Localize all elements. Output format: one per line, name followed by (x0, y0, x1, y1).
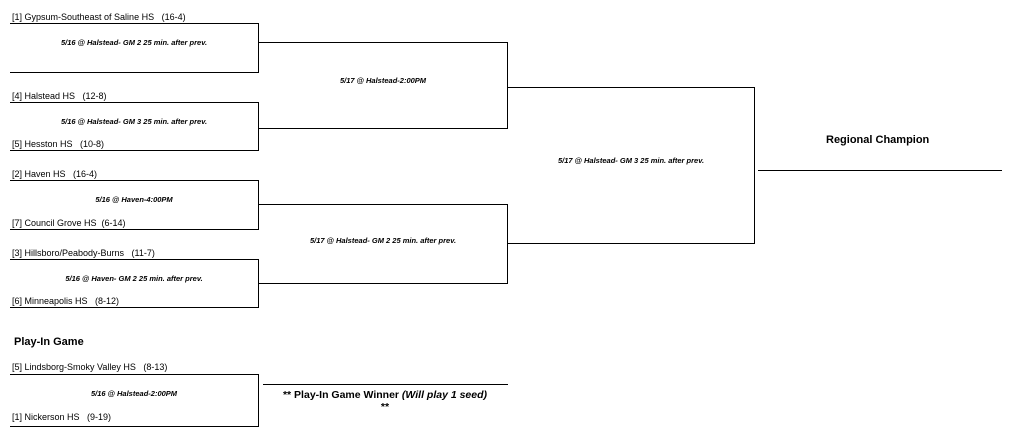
team-slot: [6] Minneapolis HS (8-12) (12, 296, 120, 306)
bracket-line (507, 204, 508, 284)
bracket-line (10, 102, 259, 103)
game-info: 5/16 @ Halstead-2:00PM (90, 389, 178, 398)
team-slot: [1] Nickerson HS (9-19) (12, 412, 112, 422)
game-info: 5/17 @ Halstead- GM 3 25 min. after prev… (557, 156, 705, 165)
bracket-line (10, 180, 259, 181)
bracket-line (258, 259, 259, 308)
regional-champion-label: Regional Champion (826, 134, 930, 146)
bracket-line (10, 23, 259, 24)
bracket-line (10, 229, 259, 230)
bracket-line (259, 128, 508, 129)
bracket-line (10, 72, 259, 73)
bracket-line (508, 243, 755, 244)
bracket-line (507, 42, 508, 129)
champion-line (758, 170, 1002, 171)
team-slot: [1] Gypsum-Southeast of Saline HS (16-4) (12, 12, 186, 22)
bracket-line (10, 374, 259, 375)
bracket-line (10, 307, 259, 308)
team-slot: [2] Haven HS (16-4) (12, 169, 98, 179)
bracket-line (10, 150, 259, 151)
playin-winner-line (263, 384, 508, 385)
playin-title: Play-In Game (14, 336, 84, 348)
game-info: 5/16 @ Halstead- GM 2 25 min. after prev… (60, 38, 208, 47)
game-info: 5/17 @ Halstead- GM 2 25 min. after prev… (309, 236, 457, 245)
bracket-line (258, 374, 259, 427)
playin-winner-prefix: ** Play-In Game Winner (282, 389, 402, 401)
playin-winner-suffix: ** (380, 401, 390, 413)
team-slot: [4] Halstead HS (12-8) (12, 91, 107, 101)
bracket-line (10, 426, 259, 427)
bracket-line (10, 259, 259, 260)
bracket-line (259, 42, 508, 43)
playin-winner-note: (Will play 1 seed) (401, 389, 488, 401)
bracket-line (259, 283, 508, 284)
team-slot: [5] Lindsborg-Smoky Valley HS (8-13) (12, 362, 168, 372)
team-slot: [5] Hesston HS (10-8) (12, 139, 105, 149)
team-slot: [3] Hillsboro/Peabody-Burns (11-7) (12, 248, 155, 258)
game-info: 5/16 @ Halstead- GM 3 25 min. after prev… (60, 117, 208, 126)
game-info: 5/16 @ Haven-4:00PM (95, 195, 173, 204)
bracket-line (259, 204, 508, 205)
game-info: 5/17 @ Halstead-2:00PM (339, 76, 427, 85)
bracket-line (258, 180, 259, 230)
bracket-line (508, 87, 755, 88)
game-info: 5/16 @ Haven- GM 2 25 min. after prev. (65, 274, 203, 283)
playin-winner-label: ** Play-In Game Winner (Will play 1 seed… (260, 389, 510, 413)
bracket-line (258, 23, 259, 73)
bracket-line (754, 87, 755, 244)
team-slot: [7] Council Grove HS (6-14) (12, 218, 126, 228)
bracket-line (258, 102, 259, 151)
